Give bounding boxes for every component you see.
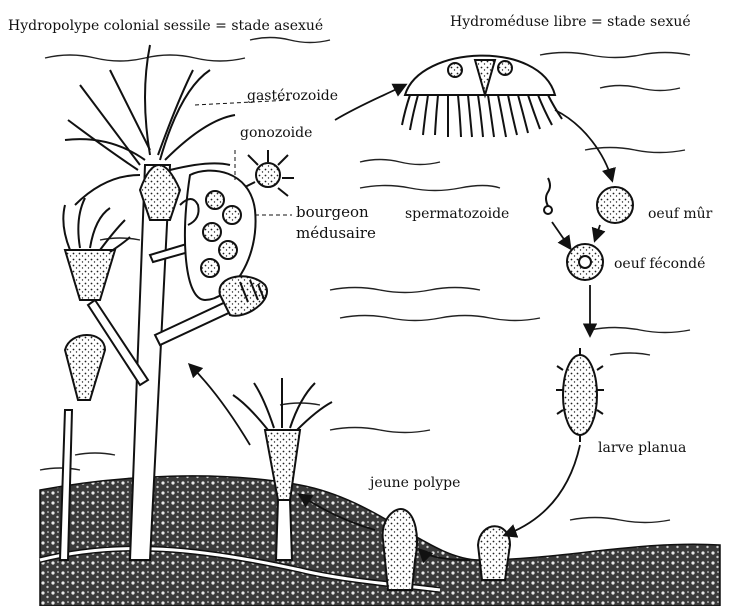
- planula-label: larve planua: [598, 440, 686, 456]
- medusa-bud-label-line1: bourgeon: [296, 204, 369, 221]
- fertilized-egg: [567, 244, 603, 280]
- medusa-stage-title: Hydroméduse libre = stade sexué: [450, 14, 691, 30]
- fertilized-egg-label: oeuf fécondé: [614, 256, 705, 272]
- polyp-stage-title: Hydropolype colonial sessile = stade ase…: [8, 18, 323, 34]
- mature-egg: [597, 187, 633, 223]
- medusa-bud-label-line2: médusaire: [296, 225, 376, 242]
- young-polyp-label: jeune polype: [370, 475, 460, 491]
- spermatozoid: [544, 178, 552, 214]
- gonozooid-medusa-top: [245, 150, 294, 196]
- medusa: [402, 56, 562, 137]
- gonozooid-label: gonozoide: [240, 125, 312, 141]
- lower-left-polyp: [65, 335, 105, 400]
- planula-larva: [556, 348, 604, 442]
- sperm-label: spermatozoide: [405, 206, 509, 222]
- gastrozooid-label: gastérozoide: [247, 88, 338, 104]
- young-polyp: [383, 509, 417, 590]
- mature-egg-label: oeuf mûr: [648, 206, 712, 222]
- closed-polyp-bud: [220, 276, 267, 316]
- side-polyp-left: [63, 198, 130, 300]
